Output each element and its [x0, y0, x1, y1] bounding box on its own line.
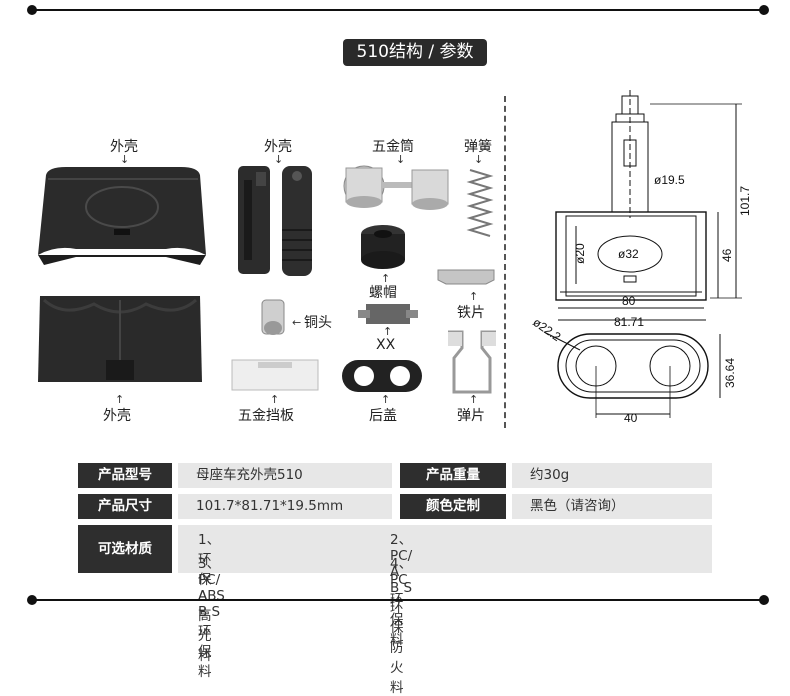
label-iron-piece: 铁片 — [457, 305, 485, 321]
label-spring-piece: 弹片 — [457, 408, 485, 424]
spec-size-value: 101.7*81.71*19.5mm — [178, 494, 392, 519]
label-spring: 弹簧 — [464, 139, 492, 155]
arrow-down-icon: ↓ — [474, 153, 484, 166]
arrow-up-icon: ↑ — [383, 325, 393, 338]
dim-w80: 80 — [622, 294, 636, 308]
arrow-up-icon: ↑ — [270, 393, 280, 406]
spec-color-value: 黑色（请咨询） — [512, 494, 712, 519]
dim-w40: 40 — [624, 411, 638, 425]
arrow-down-icon: ↓ — [120, 153, 130, 166]
arrow-down-icon: ↓ — [274, 153, 284, 166]
dim-w81: 81.71 — [614, 315, 644, 329]
tech-drawing-labels: ø19.5 101.7 ø20 ø32 46 80 81.71 ø22.2 36… — [530, 173, 752, 425]
tech-drawing — [543, 90, 742, 418]
spec-weight-label: 产品重量 — [400, 463, 506, 488]
copper-head-image — [261, 299, 285, 335]
arrow-left-icon: ← — [292, 316, 302, 329]
shell-bottom-image — [38, 296, 202, 382]
back-cover-image — [342, 360, 422, 392]
spec-weight-value: 约30g — [512, 463, 712, 488]
dim-height: 101.7 — [738, 186, 752, 216]
dashed-divider — [504, 96, 506, 428]
spring-image — [466, 169, 494, 237]
arrow-up-icon: ↑ — [469, 393, 479, 406]
shell-top-image — [38, 167, 206, 265]
spec-material-3: 3、PC/ A B S 环保料 — [198, 556, 221, 680]
dim-d19: ø19.5 — [654, 173, 685, 187]
dim-d22: ø22.2 — [530, 315, 563, 344]
top-left-dot — [27, 5, 37, 15]
label-shell-top: 外壳 — [110, 139, 138, 155]
nut-image — [361, 225, 405, 269]
spec-material-label: 可选材质 — [78, 525, 172, 573]
dim-h36: 36.64 — [723, 358, 737, 388]
bottom-rule — [32, 599, 764, 601]
spec-model-label: 产品型号 — [78, 463, 172, 488]
bottom-left-dot — [27, 595, 37, 605]
label-xx: XX — [376, 337, 396, 353]
iron-piece-image — [437, 269, 495, 285]
spring-piece-image — [448, 330, 496, 394]
cylinder-image — [343, 165, 449, 210]
spec-material-box — [178, 525, 712, 573]
arrow-up-icon: ↑ — [381, 272, 391, 285]
bottom-right-dot — [759, 595, 769, 605]
label-back-cover: 后盖 — [369, 408, 397, 424]
arrow-up-icon: ↑ — [381, 393, 391, 406]
top-rule — [32, 9, 764, 11]
label-baffle: 五金挡板 — [238, 408, 294, 424]
label-cylinder: 五金筒 — [372, 139, 414, 155]
spec-model-value: 母座车充外壳510 — [178, 463, 392, 488]
dim-h46: 46 — [720, 248, 734, 262]
arrow-up-icon: ↑ — [469, 290, 479, 303]
spec-size-label: 产品尺寸 — [78, 494, 172, 519]
xx-part-image — [358, 304, 418, 324]
top-right-dot — [759, 5, 769, 15]
label-nut: 螺帽 — [369, 285, 397, 301]
label-copper-head: 铜头 — [304, 315, 332, 331]
label-shell-bottom: 外壳 — [103, 408, 131, 424]
section-title: 510结构 / 参数 — [343, 39, 487, 66]
dim-d20: ø20 — [573, 243, 587, 264]
baffle-image — [231, 359, 319, 391]
spec-color-label: 颜色定制 — [400, 494, 506, 519]
shell-side-image — [238, 166, 312, 276]
dim-d32: ø32 — [618, 247, 639, 261]
arrow-down-icon: ↓ — [396, 153, 406, 166]
label-shell-side: 外壳 — [264, 139, 292, 155]
arrow-up-icon: ↑ — [115, 393, 125, 406]
